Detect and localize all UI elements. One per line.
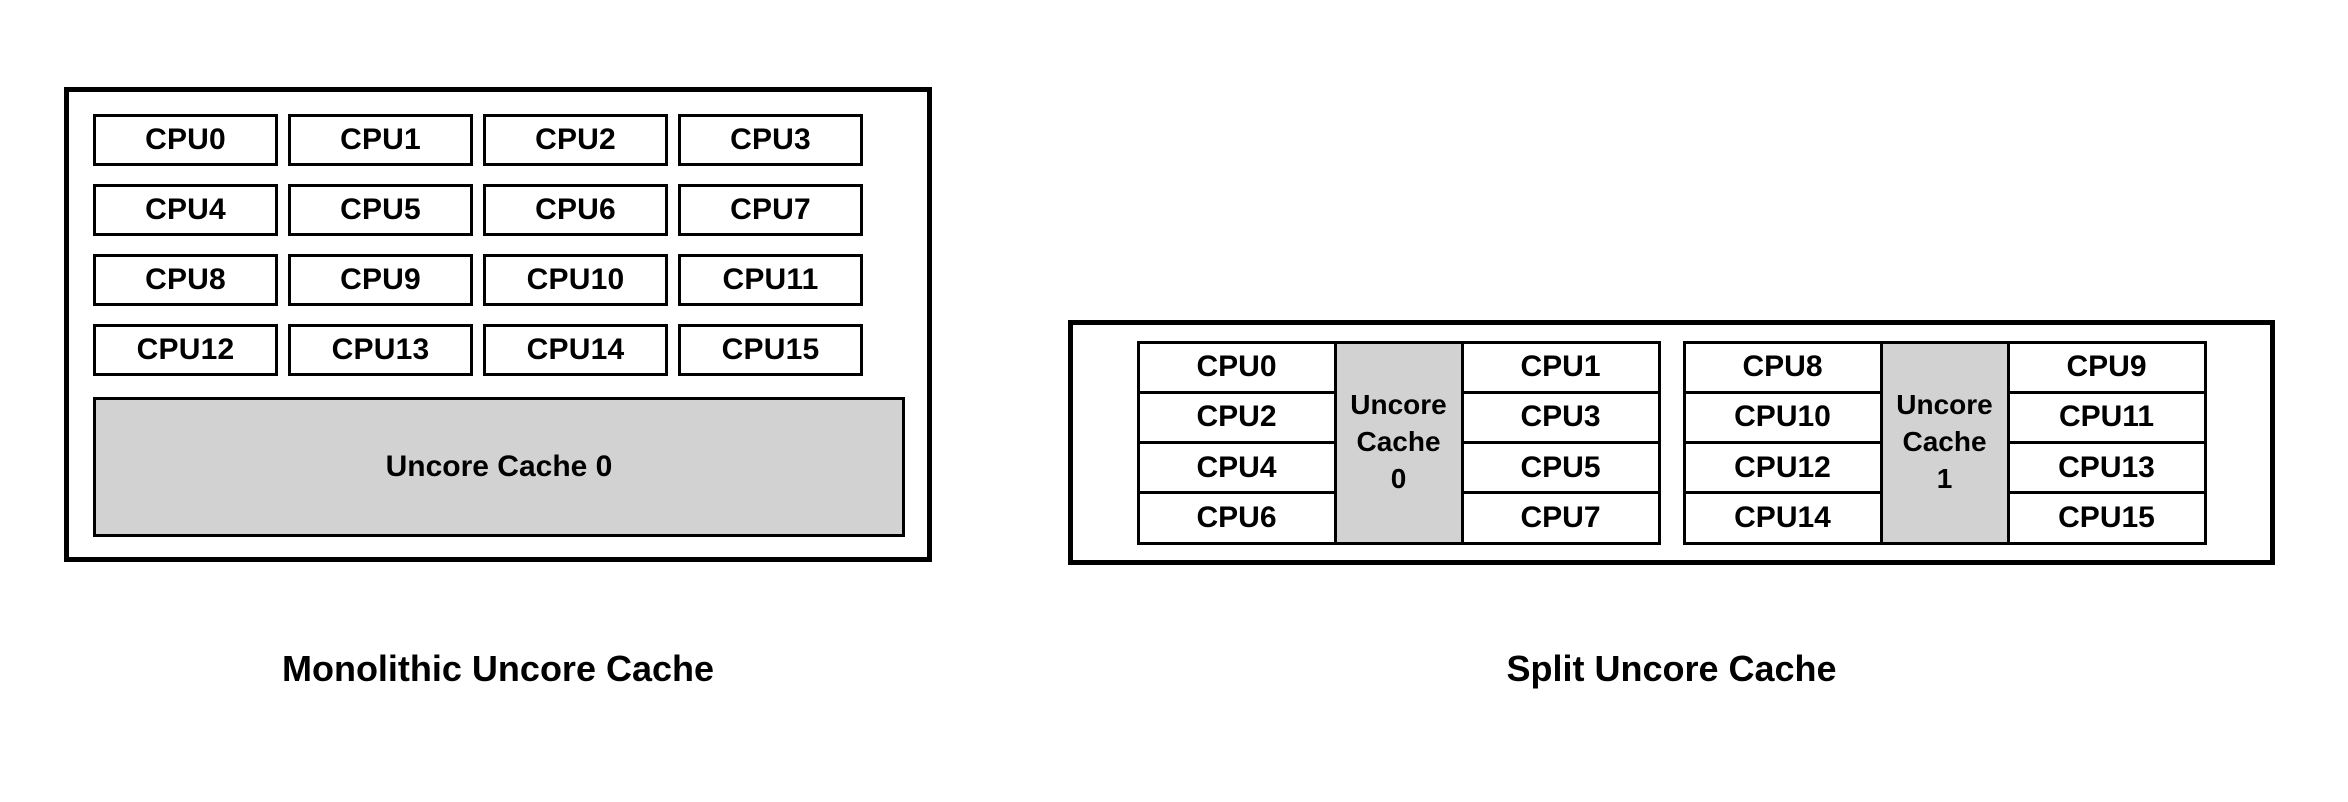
cpu-column-left: CPU0 CPU2 CPU4 CPU6 bbox=[1139, 343, 1334, 542]
monolithic-cpu-grid: CPU0 CPU1 CPU2 CPU3 CPU4 CPU5 CPU6 CPU7 … bbox=[93, 114, 905, 376]
cpu-cell: CPU5 bbox=[1463, 444, 1658, 495]
uncore-cache-box: Uncore Cache 0 bbox=[1333, 343, 1464, 542]
uncore-cache-label-line: Uncore bbox=[1350, 389, 1447, 421]
cpu-cell: CPU1 bbox=[1463, 343, 1658, 394]
cpu-box: CPU3 bbox=[678, 114, 863, 166]
cpu-box: CPU6 bbox=[483, 184, 668, 236]
monolithic-uncore-cache-diagram: CPU0 CPU1 CPU2 CPU3 CPU4 CPU5 CPU6 CPU7 … bbox=[64, 87, 932, 562]
cpu-cell: CPU3 bbox=[1463, 393, 1658, 444]
cpu-cell: CPU9 bbox=[2009, 343, 2204, 394]
cpu-box: CPU14 bbox=[483, 324, 668, 376]
uncore-cache-box: Uncore Cache 1 bbox=[1879, 343, 2010, 542]
cpu-cell: CPU14 bbox=[1685, 494, 1880, 542]
cpu-box: CPU0 bbox=[93, 114, 278, 166]
cpu-cell: CPU2 bbox=[1139, 393, 1334, 444]
cpu-column-right: CPU9 CPU11 CPU13 CPU15 bbox=[2009, 343, 2204, 542]
monolithic-diagram-caption: Monolithic Uncore Cache bbox=[281, 648, 715, 689]
cpu-cell: CPU11 bbox=[2009, 393, 2204, 444]
uncore-cache-box: Uncore Cache 0 bbox=[93, 397, 905, 537]
cpu-cell: CPU4 bbox=[1139, 444, 1334, 495]
split-cluster: CPU0 CPU2 CPU4 CPU6 Uncore Cache 0 CPU1 … bbox=[1136, 340, 1661, 545]
cpu-cell: CPU10 bbox=[1685, 393, 1880, 444]
uncore-cache-label-line: Cache bbox=[1902, 426, 1987, 458]
uncore-cache-label-line: 0 bbox=[1390, 462, 1407, 494]
cpu-box: CPU10 bbox=[483, 254, 668, 306]
uncore-cache-label-line: Uncore bbox=[1896, 389, 1993, 421]
uncore-cache-label-line: 1 bbox=[1936, 462, 1953, 494]
cpu-cell: CPU7 bbox=[1463, 494, 1658, 542]
cpu-box: CPU8 bbox=[93, 254, 278, 306]
cpu-box: CPU5 bbox=[288, 184, 473, 236]
cpu-cell: CPU12 bbox=[1685, 444, 1880, 495]
cpu-box: CPU4 bbox=[93, 184, 278, 236]
cpu-box: CPU11 bbox=[678, 254, 863, 306]
cpu-box: CPU2 bbox=[483, 114, 668, 166]
split-cluster: CPU8 CPU10 CPU12 CPU14 Uncore Cache 1 CP… bbox=[1682, 340, 2207, 545]
uncore-cache-label-line: Cache bbox=[1356, 426, 1441, 458]
split-uncore-cache-diagram: CPU0 CPU2 CPU4 CPU6 Uncore Cache 0 CPU1 … bbox=[1068, 320, 2275, 565]
cpu-box: CPU9 bbox=[288, 254, 473, 306]
split-diagram-caption: Split Uncore Cache bbox=[1506, 648, 1837, 689]
cpu-column-right: CPU1 CPU3 CPU5 CPU7 bbox=[1463, 343, 1658, 542]
cpu-box: CPU13 bbox=[288, 324, 473, 376]
cpu-box: CPU15 bbox=[678, 324, 863, 376]
cpu-box: CPU1 bbox=[288, 114, 473, 166]
cpu-box: CPU7 bbox=[678, 184, 863, 236]
cpu-cell: CPU8 bbox=[1685, 343, 1880, 394]
cpu-box: CPU12 bbox=[93, 324, 278, 376]
cpu-cell: CPU6 bbox=[1139, 494, 1334, 542]
cpu-column-left: CPU8 CPU10 CPU12 CPU14 bbox=[1685, 343, 1880, 542]
cpu-cell: CPU0 bbox=[1139, 343, 1334, 394]
cpu-cell: CPU15 bbox=[2009, 494, 2204, 542]
cpu-cell: CPU13 bbox=[2009, 444, 2204, 495]
